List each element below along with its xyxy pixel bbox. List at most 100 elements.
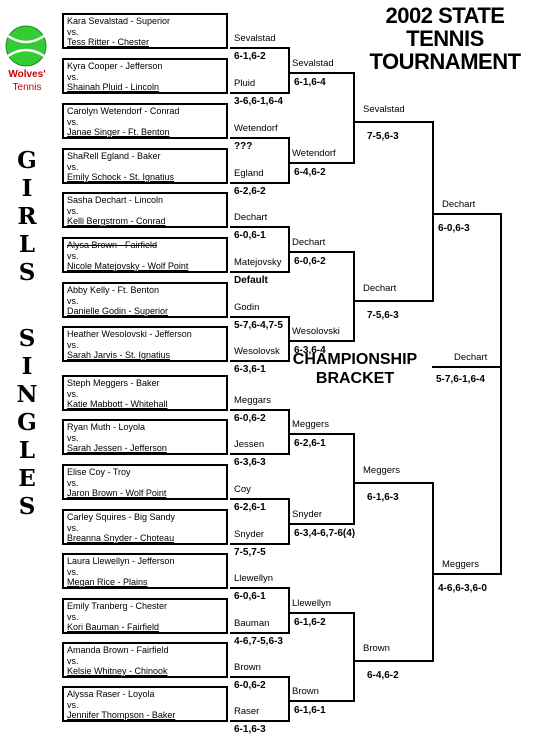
player-name: Heather Wesolovski - Jefferson bbox=[67, 329, 192, 339]
round2-score: 6-1,6-1 bbox=[294, 705, 326, 716]
player-name: Steph Meggers - Baker bbox=[67, 378, 160, 388]
player-name: Alyssa Raser - Loyola bbox=[67, 689, 155, 699]
bracket-line bbox=[288, 676, 290, 722]
round1-winner: Matejovsky bbox=[234, 257, 282, 268]
round2-winner: Wesolovski bbox=[292, 326, 340, 337]
round1-winner: Wetendorf bbox=[234, 123, 278, 134]
champion-name: Dechart bbox=[454, 352, 488, 363]
vs-label: vs. bbox=[67, 432, 79, 443]
round1-winner: Sevalstad bbox=[234, 33, 276, 44]
round2-score: 6-3,4-6,7-6(4) bbox=[294, 528, 356, 539]
player-name: Kelsie Whitney - Chinook bbox=[67, 666, 168, 676]
round3-score: 7-5,6-3 bbox=[367, 131, 399, 142]
bracket-line bbox=[432, 482, 434, 662]
round2-winner: Meggers bbox=[292, 419, 329, 430]
side-letter: R bbox=[17, 203, 37, 230]
player-name: Abby Kelly - Ft. Benton bbox=[67, 285, 160, 295]
bracket-line bbox=[432, 121, 434, 302]
bracket-line bbox=[500, 213, 502, 575]
bracket-line bbox=[230, 137, 288, 139]
vs-label: vs. bbox=[67, 522, 79, 533]
tennis-ball-icon bbox=[5, 25, 47, 67]
bracket-line bbox=[230, 453, 288, 455]
round4-score: 6-0,6-3 bbox=[438, 223, 470, 234]
bracket-line bbox=[288, 251, 353, 253]
bracket-line bbox=[353, 612, 355, 702]
bracket-line bbox=[288, 47, 290, 94]
round1-score: 7-5,7-5 bbox=[234, 547, 266, 558]
bracket-line bbox=[288, 523, 353, 525]
bracket-line bbox=[230, 543, 288, 545]
bracket-line bbox=[230, 409, 288, 411]
bracket-line bbox=[288, 587, 290, 634]
bracket-line bbox=[230, 498, 288, 500]
round2-score: 6-1,6-2 bbox=[294, 617, 326, 628]
round1-winner: Coy bbox=[234, 484, 251, 495]
side-letter: I bbox=[21, 353, 33, 380]
bracket-line bbox=[230, 47, 288, 49]
player-name: Sarah Jarvis - St. Ignatius bbox=[67, 350, 171, 360]
player-name: ShaRell Egland - Baker bbox=[67, 151, 161, 161]
player-name: Janae Singer - Ft. Benton bbox=[67, 127, 170, 137]
round1-winner: Snyder bbox=[234, 529, 265, 540]
bracket-line bbox=[288, 700, 353, 702]
bracket-subtitle: CHAMPIONSHIP BRACKET bbox=[280, 350, 430, 388]
player-name: Nicole Matejovsky - Wolf Point bbox=[67, 261, 189, 271]
round1-score: 6-3,6-1 bbox=[234, 364, 266, 375]
player-name: Danielle Godin - Superior bbox=[67, 306, 169, 316]
vs-label: vs. bbox=[67, 71, 79, 82]
bracket-line bbox=[288, 226, 290, 273]
player-name: Katie Mabbott - Whitehall bbox=[67, 399, 168, 409]
player-name: Tess Ritter - Chester bbox=[67, 37, 150, 47]
round3-winner: Dechart bbox=[363, 283, 397, 294]
round1-score: 6-1,6-3 bbox=[234, 724, 266, 735]
player-name: Jennifer Thompson - Baker bbox=[67, 710, 176, 720]
vs-label: vs. bbox=[67, 477, 79, 488]
bracket-line bbox=[353, 72, 355, 164]
round4-winner: Meggers bbox=[442, 559, 479, 570]
bracket-line bbox=[353, 251, 355, 342]
player-name: Sarah Jessen - Jefferson bbox=[67, 443, 167, 453]
bracket-line bbox=[230, 632, 288, 634]
vs-label: vs. bbox=[67, 388, 79, 399]
player-name: Kyra Cooper - Jefferson bbox=[67, 61, 163, 71]
round2-score: 6-3,6-4 bbox=[294, 345, 326, 356]
bracket-line bbox=[353, 433, 355, 525]
round1-winner: Pluid bbox=[234, 78, 256, 89]
vs-label: vs. bbox=[67, 26, 79, 37]
round1-winner: Godin bbox=[234, 302, 260, 313]
title-line: TOURNAMENT bbox=[369, 49, 521, 74]
vs-label: vs. bbox=[67, 699, 79, 710]
bracket-line bbox=[288, 162, 353, 164]
player-name: Alysa Brown - Fairfield bbox=[67, 240, 158, 250]
round2-winner: Wetendorf bbox=[292, 148, 336, 159]
round1-winner: Bauman bbox=[234, 618, 270, 629]
round1-score: 6-3,6-3 bbox=[234, 457, 266, 468]
bracket-line bbox=[288, 498, 290, 545]
round1-winner: Raser bbox=[234, 706, 260, 717]
round3-score: 7-5,6-3 bbox=[367, 310, 399, 321]
bracket-line bbox=[353, 121, 432, 123]
tennis-ball-logo: Wolves' Tennis bbox=[0, 24, 56, 104]
side-label-singles: S I N G L E S bbox=[12, 325, 42, 521]
round1-score: 3-6,6-1,6-4 bbox=[234, 96, 283, 107]
round3-score: 6-4,6-2 bbox=[367, 670, 399, 681]
bracket-line bbox=[288, 340, 353, 342]
side-letter: N bbox=[16, 381, 38, 408]
round2-winner: Brown bbox=[292, 686, 319, 697]
round1-winner: Brown bbox=[234, 662, 261, 673]
side-letter: L bbox=[18, 437, 36, 464]
side-letter: L bbox=[18, 231, 36, 258]
round1-score: 6-0,6-2 bbox=[234, 413, 266, 424]
